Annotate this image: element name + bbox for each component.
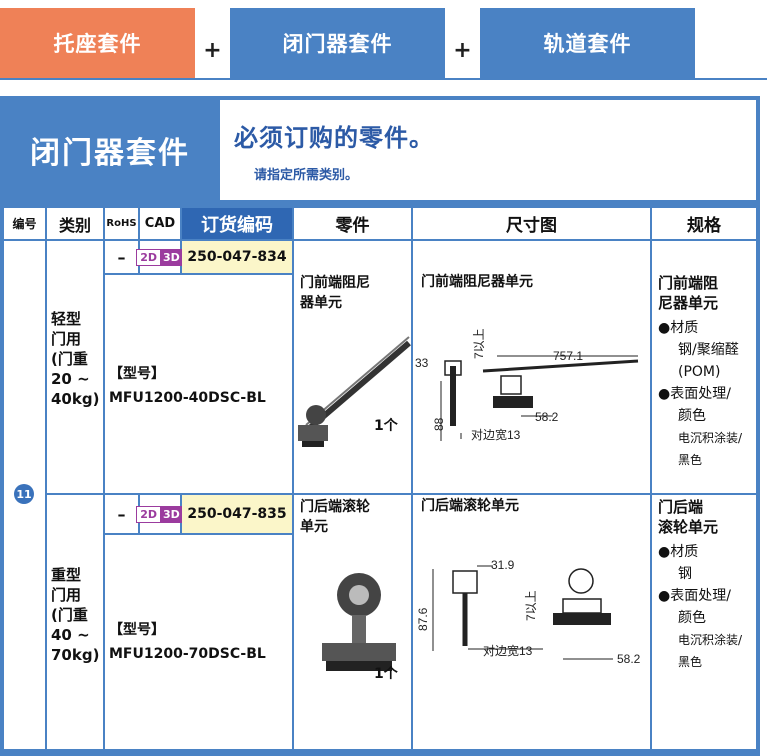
- model-label: 【型号】: [109, 366, 165, 382]
- roller-dimension-drawing: 87.6 31.9 7以上 对边宽13 58.2: [416, 558, 641, 666]
- must-subtitle: 请指定所需类别。: [254, 168, 359, 183]
- order-code-cell[interactable]: 250-047-835: [182, 495, 292, 533]
- kit-tab-door-closer[interactable]: 闭门器套件: [230, 8, 445, 78]
- dim-label: 对边宽13: [471, 427, 521, 442]
- part-cell: 门后端滚轮 单元 1个: [294, 495, 411, 749]
- must-title: 必须订购的零件。: [234, 124, 434, 152]
- dim-label: 58.2: [617, 652, 641, 666]
- model-cell: 【型号】 MFU1200-40DSC-BL: [105, 275, 292, 493]
- part-name: 门后端滚轮 单元: [300, 499, 370, 535]
- spec-title: 门后端 滚轮单元: [658, 498, 719, 536]
- col-header-category: 类别: [47, 208, 103, 239]
- quantity: 1个: [374, 418, 398, 434]
- model-label: 【型号】: [109, 622, 165, 638]
- spec-cell: 门前端阻 尼器单元 ●材质 钢/聚缩醛 (POM) ●表面处理/ 颜色 电沉积涂…: [652, 241, 756, 493]
- col-header-spec: 规格: [652, 208, 756, 239]
- dimension-title: 门前端阻尼器单元: [421, 274, 533, 290]
- part-cell: 门前端阻尼 器单元 1个: [294, 241, 411, 493]
- quantity: 1个: [374, 666, 398, 682]
- dim-label: 33: [415, 356, 429, 370]
- plus-sign: +: [453, 37, 472, 63]
- plus-sign: +: [203, 37, 222, 63]
- group-number: 11: [14, 484, 34, 504]
- spec-title: 门前端阻 尼器单元: [658, 274, 719, 312]
- col-header-rohs: RoHS: [105, 208, 138, 239]
- dim-label: 31.9: [491, 558, 515, 572]
- roller-unit-image: [322, 573, 396, 671]
- dim-label: 757.1: [553, 349, 583, 363]
- dim-label: 对边宽13: [483, 643, 533, 658]
- dim-label: 7以上: [472, 328, 486, 359]
- dimension-title: 门后端滚轮单元: [421, 498, 519, 514]
- kit-bar: 托座套件 + 闭门器套件 + 轨道套件: [0, 0, 767, 88]
- col-header-order-code: 订货编码: [182, 208, 292, 239]
- category-cell-light: 轻型 门用 (门重 20 ~ 40kg): [47, 241, 103, 493]
- category-cell-heavy: 重型 门用 (门重 40 ~ 70kg): [47, 495, 103, 749]
- dimension-cell: 门前端阻尼器单元 757.1 33 7以上 88 58.2 对边宽13: [413, 241, 650, 493]
- divider: [0, 78, 767, 80]
- order-code-cell[interactable]: 250-047-834: [182, 241, 292, 273]
- rohs-cell: –: [105, 495, 138, 533]
- requirement-box: 必须订购的零件。 请指定所需类别。: [220, 100, 756, 200]
- col-header-part: 零件: [294, 208, 411, 239]
- kit-tab-bracket[interactable]: 托座套件: [0, 8, 195, 78]
- model-number: MFU1200-70DSC-BL: [109, 646, 266, 662]
- damper-unit-image: [298, 336, 411, 447]
- spec-cell: 门后端 滚轮单元 ●材质 钢 ●表面处理/ 颜色 电沉积涂装/ 黑色: [652, 495, 756, 749]
- dim-label: 58.2: [535, 410, 559, 424]
- dim-label: 7以上: [524, 590, 538, 621]
- col-header-dimension: 尺寸图: [413, 208, 650, 239]
- spec-details: ●材质 钢/聚缩醛 (POM) ●表面处理/ 颜色 电沉积涂装/ 黑色: [658, 320, 743, 467]
- dimension-cell: 门后端滚轮单元 87.6 31.9 7以上 对边宽13 58.2: [413, 495, 650, 749]
- category-text: 重型 门用 (门重 40 ~ 70kg): [51, 566, 100, 664]
- model-number: MFU1200-40DSC-BL: [109, 390, 266, 406]
- spec-details: ●材质 钢 ●表面处理/ 颜色 电沉积涂装/ 黑色: [658, 544, 743, 669]
- part-name: 门前端阻尼 器单元: [300, 275, 370, 311]
- kit-tab-rail[interactable]: 轨道套件: [480, 8, 695, 78]
- damper-dimension-drawing: 757.1 33 7以上 88 58.2 对边宽13: [415, 328, 639, 442]
- number-cell: 11: [4, 241, 45, 749]
- col-header-cad: CAD: [140, 208, 180, 239]
- rohs-cell: –: [105, 241, 138, 273]
- col-header-no: 编号: [4, 208, 45, 239]
- dim-label: 88: [432, 417, 446, 431]
- model-cell: 【型号】 MFU1200-70DSC-BL: [105, 535, 292, 749]
- category-text: 轻型 门用 (门重 20 ~ 40kg): [51, 310, 100, 408]
- dim-label: 87.6: [416, 607, 430, 631]
- section-title: 闭门器套件: [30, 136, 190, 171]
